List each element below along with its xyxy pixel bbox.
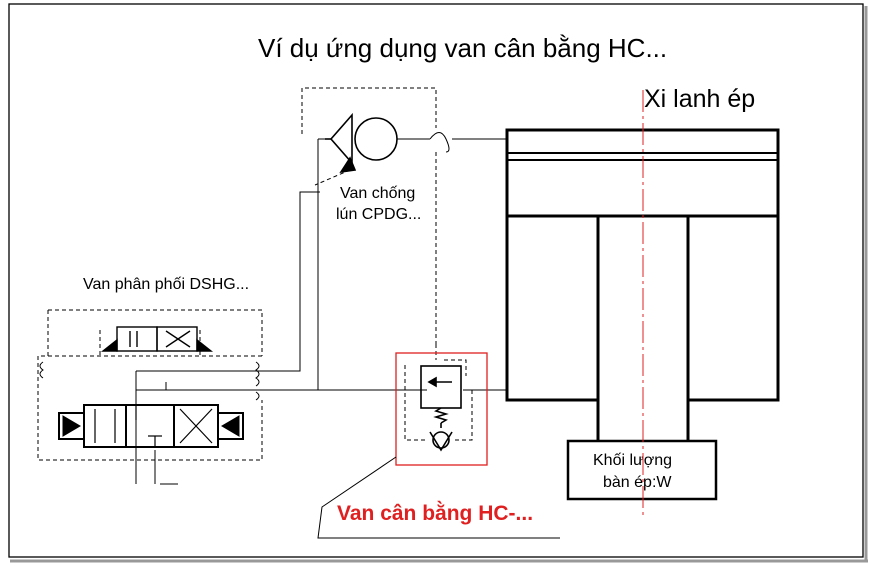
mass-block bbox=[566, 439, 718, 501]
cylinder-label: Xi lanh ép bbox=[644, 85, 755, 113]
mass-label-line1: Khối lượng bbox=[593, 452, 672, 469]
coil-marks bbox=[39, 361, 260, 401]
balance-valve-symbol bbox=[420, 365, 462, 452]
check-valve-label-line2: lún CPDG... bbox=[336, 206, 421, 223]
check-valve-symbol bbox=[325, 112, 398, 174]
balance-valve-highlight bbox=[395, 352, 488, 466]
balance-valve-label: Van cân bằng HC-... bbox=[337, 501, 533, 525]
pilot-lines bbox=[37, 87, 473, 461]
pilot-directional-valve bbox=[100, 326, 214, 352]
diagram-title: Ví dụ ứng dụng van cân bằng HC... bbox=[258, 33, 667, 63]
diagram-border bbox=[8, 3, 864, 558]
mass-label-line2: bàn ép:W bbox=[603, 474, 672, 491]
pressure-lines bbox=[135, 132, 507, 485]
balance-valve-callout bbox=[317, 456, 560, 539]
directional-valve-label: Van phân phối DSHG... bbox=[83, 276, 249, 293]
check-valve-label-line1: Van chống bbox=[340, 185, 415, 202]
main-directional-valve bbox=[58, 404, 244, 448]
